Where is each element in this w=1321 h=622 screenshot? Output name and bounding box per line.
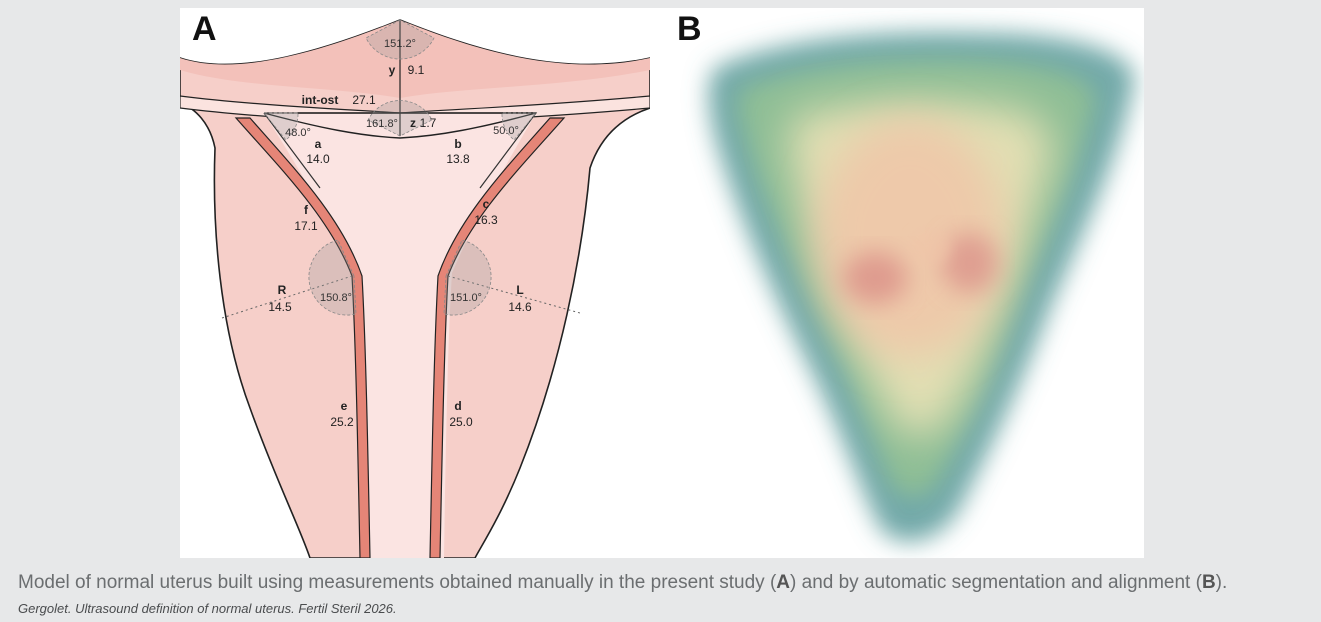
measure-int-ost-value: 27.1 — [352, 93, 376, 107]
measure-b-label: b — [454, 137, 461, 151]
caption-text-3: ). — [1216, 572, 1228, 593]
angle-top-label: 151.2° — [384, 38, 416, 50]
measure-d-label: d — [454, 399, 461, 413]
measure-e-value: 25.2 — [330, 415, 354, 429]
figure-caption: Model of normal uterus built using measu… — [18, 572, 1227, 594]
measure-c-label: c — [483, 197, 490, 211]
measure-y-value: 9.1 — [408, 63, 425, 77]
measure-y-label: y — [389, 63, 396, 77]
measure-b-value: 13.8 — [446, 152, 470, 166]
panel-a-letter: A — [192, 12, 217, 46]
angle-right-wall-label: 150.8° — [320, 292, 352, 304]
measure-z-value: 1.7 — [420, 116, 437, 130]
caption-bold-b: B — [1202, 572, 1216, 593]
measure-R-label: R — [278, 283, 287, 297]
uterus-model: 151.2° 161.8° 48.0° 50.0° 150.8° 151.0° … — [180, 20, 650, 558]
angle-left-wall-label: 151.0° — [450, 292, 482, 304]
measure-a-value: 14.0 — [306, 152, 330, 166]
figure-citation: Gergolet. Ultrasound definition of norma… — [18, 601, 397, 616]
measure-c-value: 16.3 — [474, 213, 498, 227]
panel-b-letter: B — [677, 12, 702, 46]
measure-a-label: a — [315, 137, 322, 151]
measure-int-ost-label: int-ost — [302, 93, 339, 107]
measure-f-value: 17.1 — [294, 219, 318, 233]
measure-e-label: e — [341, 399, 348, 413]
density-hot-left — [843, 252, 907, 304]
measure-z-label: z — [410, 116, 416, 130]
measure-L-label: L — [516, 283, 523, 297]
angle-right-cornu-label: 50.0° — [493, 125, 519, 137]
caption-text-1: Model of normal uterus built using measu… — [18, 572, 776, 593]
caption-text-2: ) and by automatic segmentation and alig… — [790, 572, 1202, 593]
figure-canvas: 151.2° 161.8° 48.0° 50.0° 150.8° 151.0° … — [180, 8, 1144, 558]
density-hot-right — [942, 233, 998, 293]
measure-d-value: 25.0 — [449, 415, 473, 429]
measure-R-value: 14.5 — [268, 300, 292, 314]
angle-left-cornu-label: 48.0° — [285, 127, 311, 139]
density-hot-center — [910, 230, 950, 266]
density-map — [709, 32, 1135, 541]
caption-bold-a: A — [776, 572, 790, 593]
angle-fundus-label: 161.8° — [366, 118, 398, 130]
figure: 151.2° 161.8° 48.0° 50.0° 150.8° 151.0° … — [180, 8, 1144, 558]
measure-L-value: 14.6 — [508, 300, 532, 314]
